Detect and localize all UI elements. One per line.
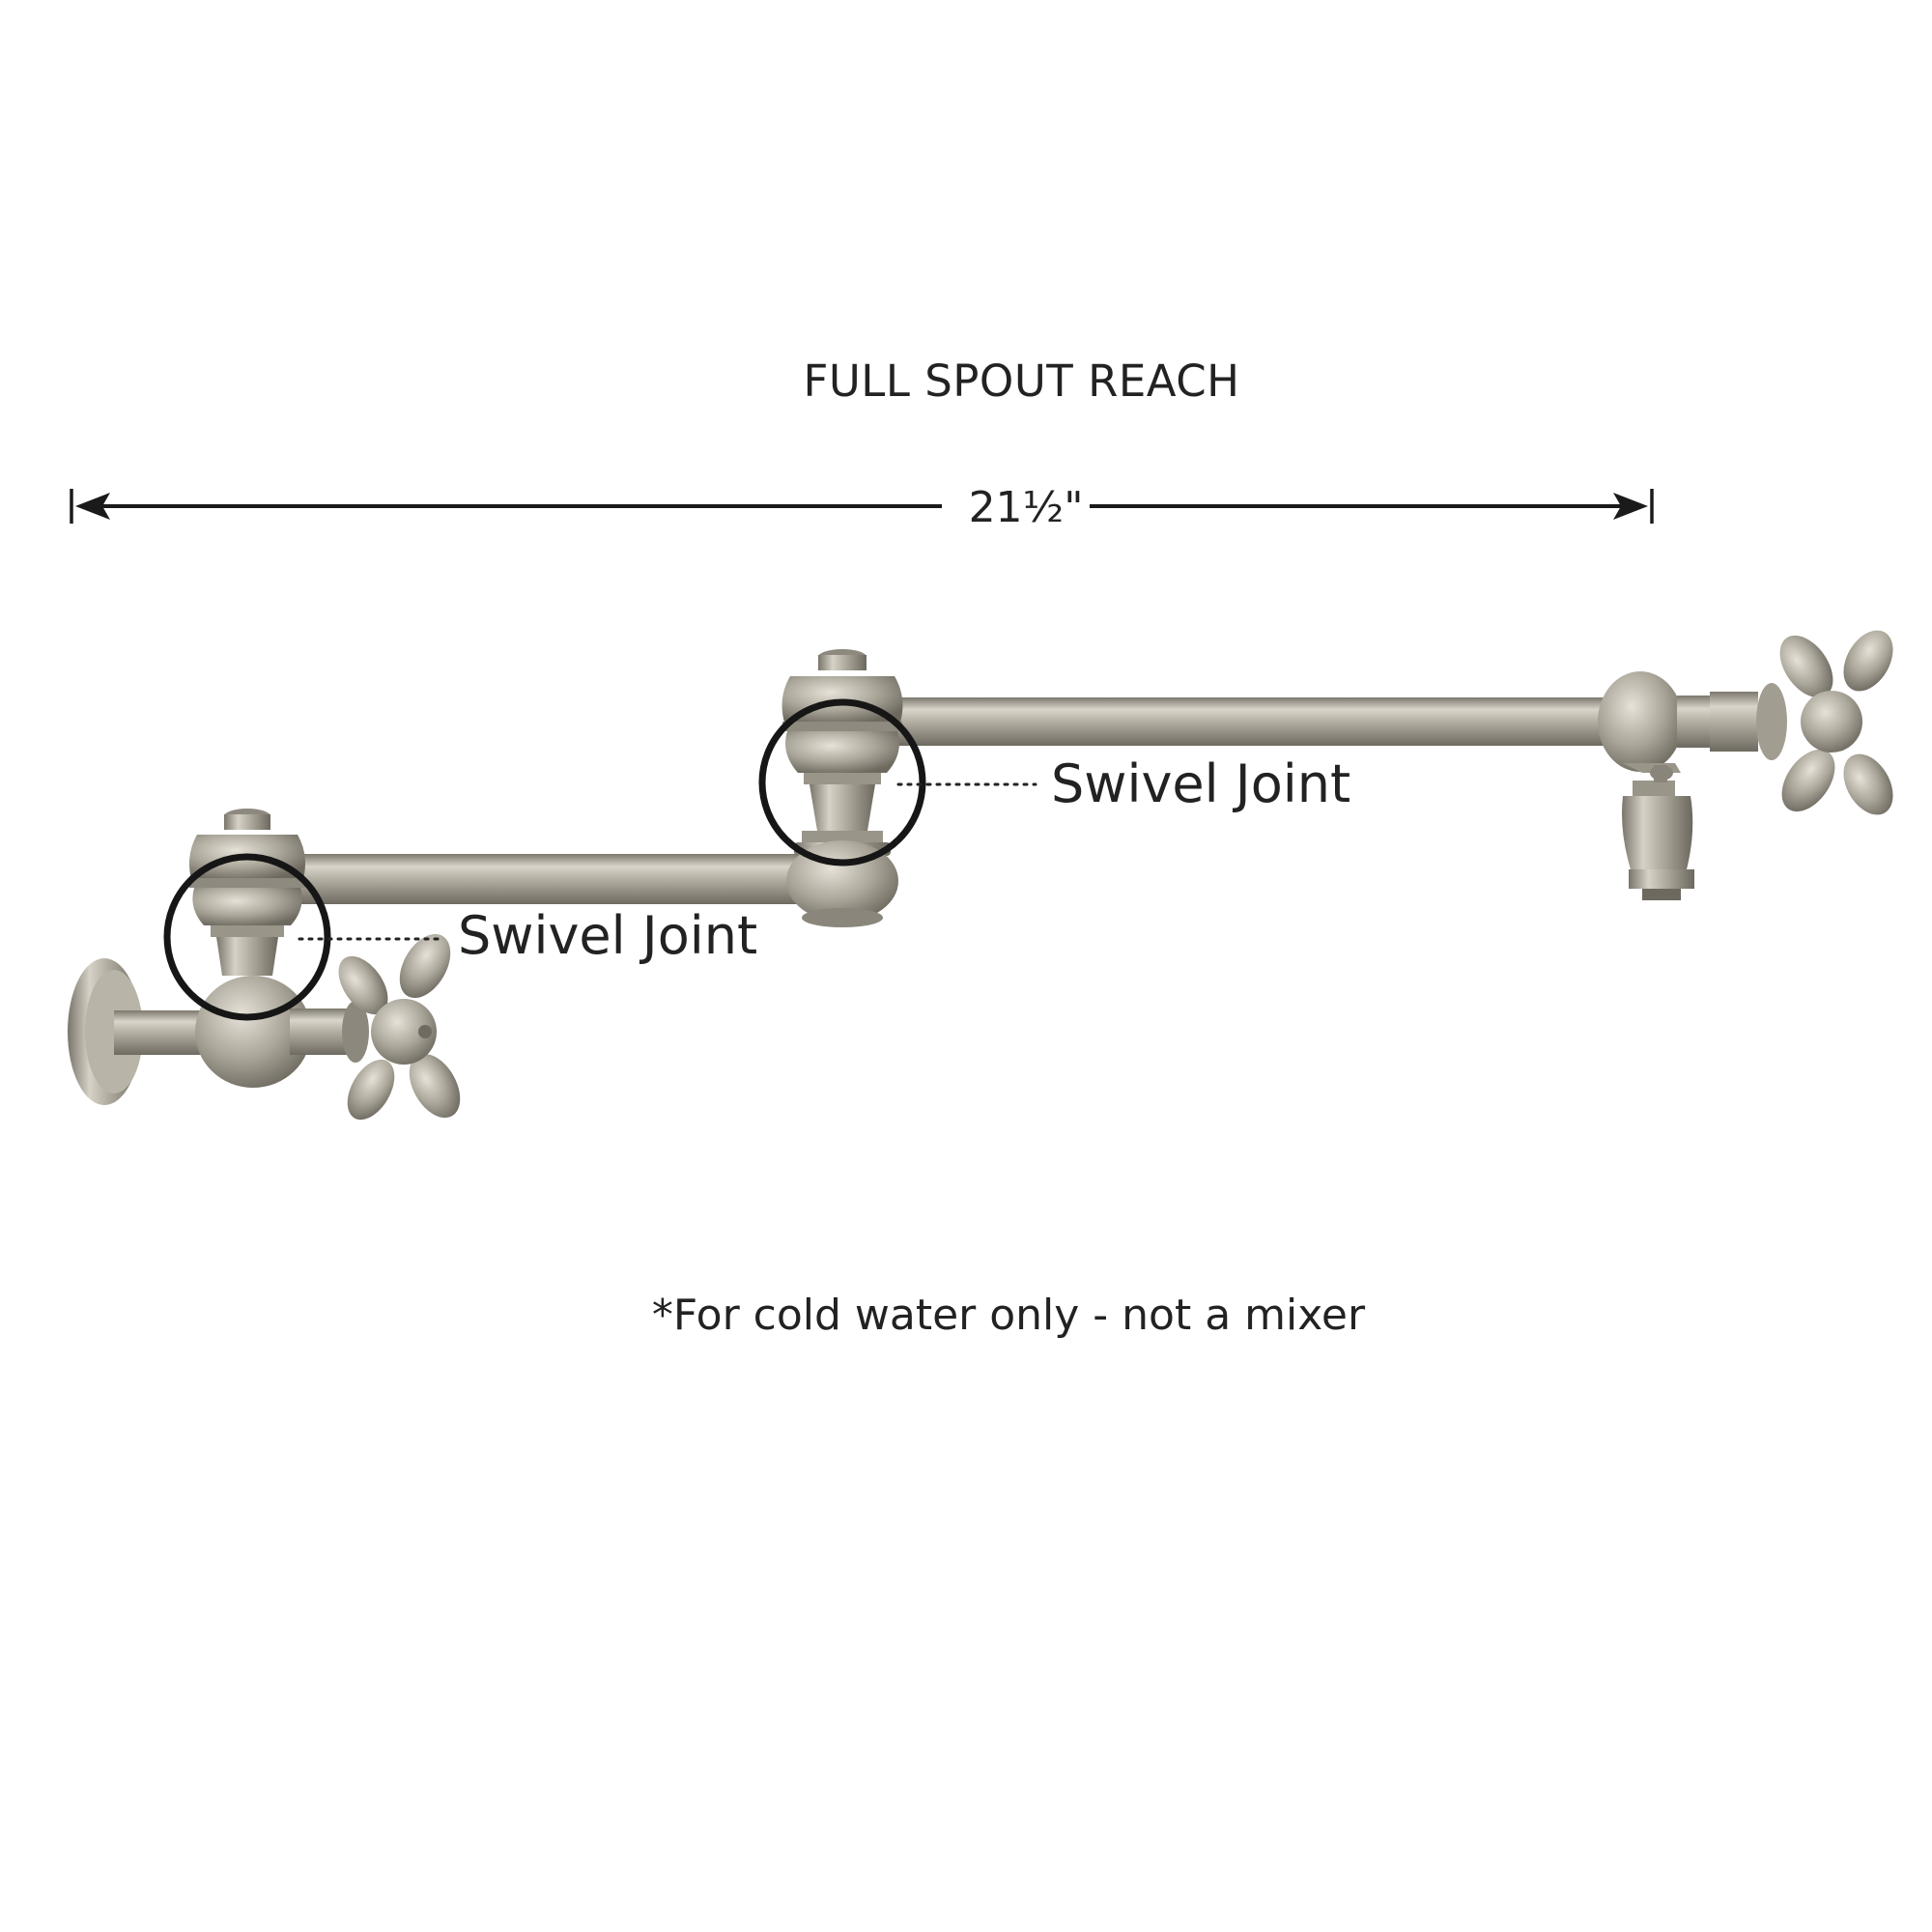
footnote: *For cold water only - not a mixer [651,1291,1366,1340]
wall-valve-body [68,958,369,1105]
lower-spout-arm [295,854,807,904]
arrow-right-icon [1613,493,1648,520]
reach-dimension-line [70,489,1654,524]
middle-swivel-joint [781,649,903,927]
lower-swivel-joint-label: Swivel Joint [458,905,758,966]
diagram-title: FULL SPOUT REACH [803,355,1240,407]
lower-swivel-joint [189,809,305,976]
lower-joint-callout-ring [163,853,331,1021]
upper-swivel-joint-label: Swivel Joint [1051,753,1351,814]
reach-dimension-value: 21½" [968,483,1084,532]
spout-outlet-assembly [1598,671,1710,900]
arrow-left-icon [75,493,110,520]
right-cross-handle-icon [1710,630,1893,815]
cross-handle-icon [338,933,461,1121]
upper-spout-arm [874,697,1626,746]
upper-joint-callout-ring [758,698,926,867]
